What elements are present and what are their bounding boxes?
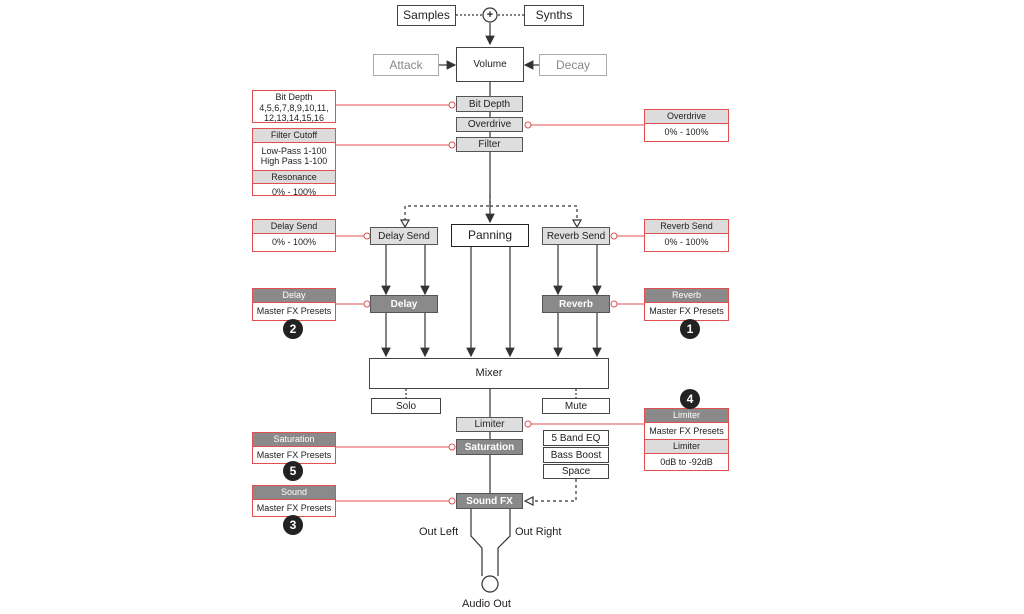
mute-box: Mute: [542, 398, 610, 414]
badge-5: 5: [283, 461, 303, 481]
panel-subbody: 0% - 100%: [271, 187, 317, 197]
filter-panel: Filter Cutoff Low-Pass 1-100 High Pass 1…: [252, 128, 336, 197]
reverb-send-panel: Reverb Send 0% - 100%: [644, 219, 729, 252]
volume-box: Volume: [456, 47, 524, 82]
panel-title: Reverb Send: [645, 220, 728, 234]
panel-body: 0% - 100%: [664, 236, 709, 247]
out-left-label: Out Left: [419, 526, 459, 538]
badge-4: 4: [680, 389, 700, 409]
panel-body: Low-Pass 1-100 High Pass 1-100: [260, 145, 328, 167]
badge-2: 2: [283, 319, 303, 339]
reverb-fx-box: Reverb: [542, 295, 610, 313]
out-left-line: [470, 509, 483, 576]
synths-box: Synths: [524, 5, 584, 26]
saturation-box: Saturation: [456, 439, 523, 455]
panel-body: 4,5,6,7,8,9,10,11, 12,13,14,15,16: [259, 102, 329, 124]
delay-send-box: Delay Send: [370, 227, 438, 245]
mixer-box: Mixer: [369, 358, 609, 389]
reverb-panel: Reverb Master FX Presets: [644, 288, 729, 321]
panning-box: Panning: [451, 224, 529, 247]
delay-send-dashed: [404, 195, 491, 222]
space-option-box: Space: [543, 464, 609, 479]
panel-body: Master FX Presets: [256, 305, 332, 316]
samples-box: Samples: [397, 5, 456, 26]
panel-body: Master FX Presets: [649, 305, 724, 316]
sound-panel: Sound Master FX Presets: [252, 485, 336, 517]
overdrive-panel: Overdrive 0% - 100%: [644, 109, 729, 142]
eq-option-box: 5 Band EQ: [543, 430, 609, 446]
panel-body: Master FX Presets: [256, 449, 332, 460]
out-right-label: Out Right: [515, 526, 562, 538]
sound-fx-box: Sound FX: [456, 493, 523, 509]
audio-out-jack: [481, 575, 499, 593]
solo-box: Solo: [371, 398, 441, 414]
panel-title: Filter Cutoff: [253, 129, 335, 143]
panel-title: Sound: [253, 486, 335, 500]
out-right-line: [497, 509, 511, 576]
panel-body: Master FX Presets: [256, 502, 332, 513]
attack-box: Attack: [373, 54, 439, 76]
delay-send-panel: Delay Send 0% - 100%: [252, 219, 336, 252]
panel-title: Delay: [253, 289, 335, 303]
limiter-panel: Limiter Master FX Presets Limiter 0dB to…: [644, 408, 729, 471]
overdrive-box: Overdrive: [456, 117, 523, 132]
panel-title: Reverb: [645, 289, 728, 303]
panel-body: 0% - 100%: [271, 236, 317, 247]
panel-title: Bit Depth: [253, 91, 335, 103]
panel-body: Master FX Presets: [649, 425, 724, 436]
limiter-box: Limiter: [456, 417, 523, 432]
panel-title: Limiter: [645, 409, 728, 423]
delay-panel: Delay Master FX Presets: [252, 288, 336, 321]
bit-depth-box: Bit Depth: [456, 96, 523, 112]
reverb-send-box: Reverb Send: [542, 227, 610, 245]
bit-depth-panel: Bit Depth 4,5,6,7,8,9,10,11, 12,13,14,15…: [252, 90, 336, 123]
panel-title: Delay Send: [253, 220, 335, 234]
bass-boost-option-box: Bass Boost: [543, 447, 609, 463]
panel-subtitle: Resonance: [253, 169, 335, 184]
filter-box: Filter: [456, 137, 523, 152]
badge-3: 3: [283, 515, 303, 535]
panel-subtitle: Limiter: [645, 439, 728, 454]
saturation-panel: Saturation Master FX Presets: [252, 432, 336, 464]
audio-out-label: Audio Out: [462, 598, 511, 610]
reverb-send-dashed: [490, 205, 578, 222]
decay-box: Decay: [539, 54, 607, 76]
badge-1: 1: [680, 319, 700, 339]
panel-title: Overdrive: [645, 110, 728, 124]
options-to-soundfx-dashed: [535, 479, 577, 502]
panel-title: Saturation: [253, 433, 335, 447]
panel-subbody: 0dB to -92dB: [660, 456, 713, 467]
panel-body: 0% - 100%: [664, 126, 709, 137]
delay-fx-box: Delay: [370, 295, 438, 313]
sum-node: +: [486, 8, 494, 21]
